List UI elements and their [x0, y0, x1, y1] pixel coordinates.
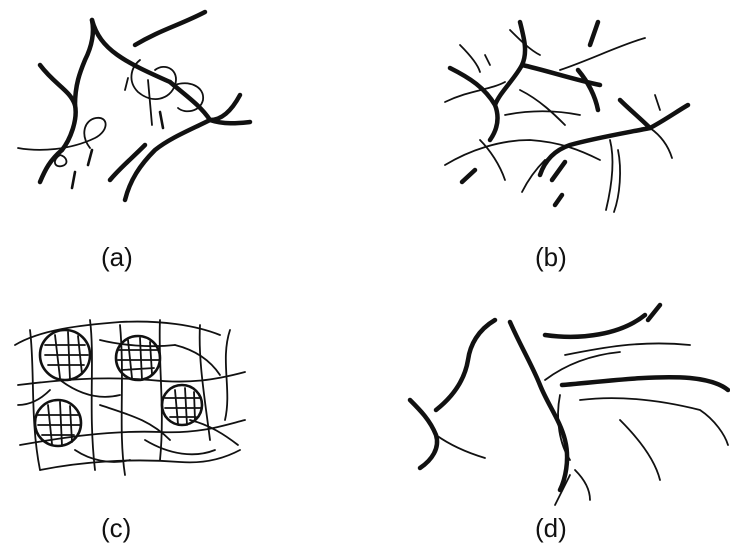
panel-d-drawing — [410, 305, 728, 505]
panel-b-caption: (b) — [535, 242, 567, 272]
panel-b-drawing — [445, 22, 688, 212]
panel-a-drawing — [18, 12, 250, 200]
panel-a-caption: (a) — [101, 242, 133, 272]
panel-c-drawing — [15, 320, 245, 475]
panel-d-caption: (d) — [535, 513, 567, 543]
panel-c-caption: (c) — [101, 513, 131, 543]
